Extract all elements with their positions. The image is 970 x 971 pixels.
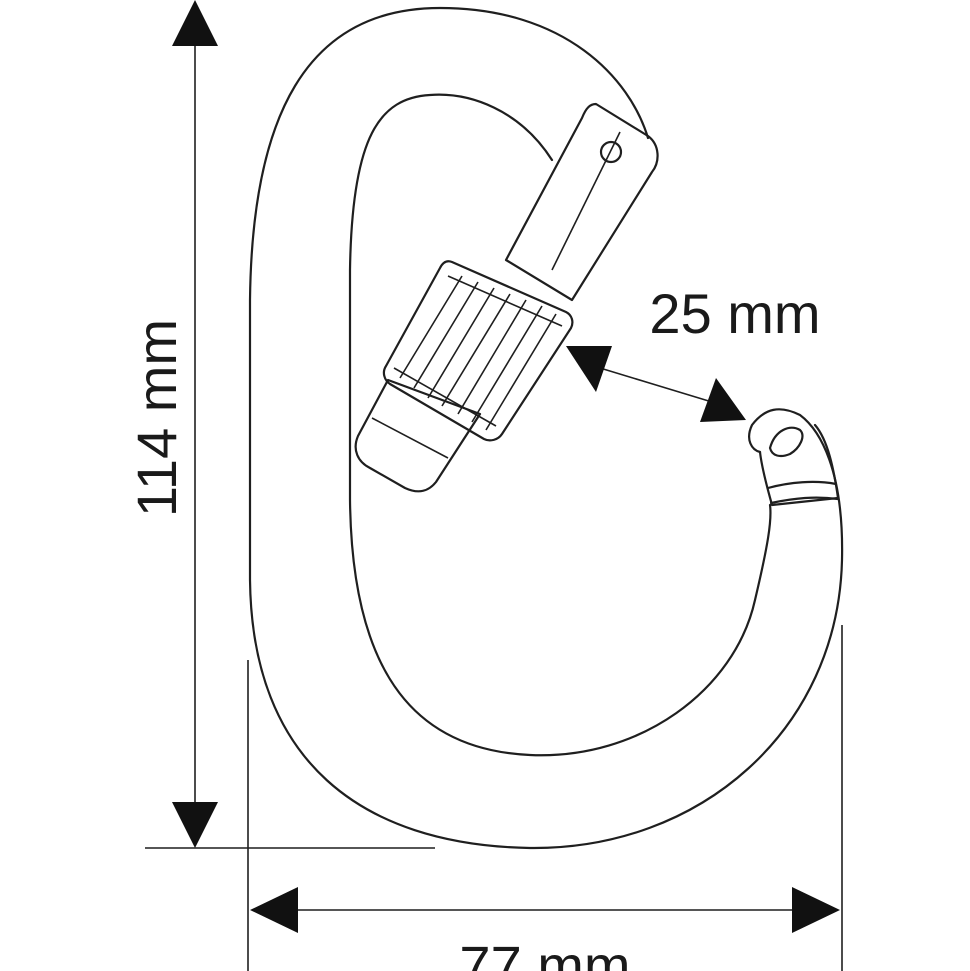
sleeve-ridge-2: [413, 281, 479, 389]
nose-band-lower: [769, 496, 840, 505]
sleeve-ridge-4: [441, 293, 511, 407]
height-label: 114 mm: [125, 319, 188, 517]
hook-nose-rim: [758, 423, 840, 507]
gate-upper-bar-edge: [551, 131, 621, 271]
sleeve-top-band: [447, 275, 563, 327]
sleeve-bottom-band: [393, 367, 497, 427]
gate-arrow-right: [700, 378, 746, 422]
height-arrow-bottom: [172, 802, 218, 848]
screw-sleeve: [382, 260, 574, 442]
height-dimension: 114 mm: [125, 0, 435, 849]
width-arrow-right: [792, 887, 840, 933]
sleeve-ridge-1: [399, 275, 463, 379]
width-dimension: 77 mm: [247, 625, 843, 971]
body-inner-contour: [348, 93, 772, 757]
carabiner-body: [248, 6, 844, 850]
body-outer-contour: [248, 6, 844, 850]
gate-arrow-left: [566, 346, 612, 392]
sleeve-ridge-3: [427, 287, 495, 399]
gate-upper-bar: [504, 102, 659, 302]
width-label: 77 mm: [459, 934, 630, 971]
gate-label: 25 mm: [649, 282, 820, 345]
nose-notch: [768, 426, 804, 458]
sleeve-ridge-6: [471, 305, 543, 423]
gate-opening-dimension: 25 mm: [566, 282, 821, 422]
sleeve-ridge-7: [485, 313, 557, 431]
height-arrow-top: [172, 0, 218, 46]
gate-lower-bar: [354, 378, 482, 493]
gate: [354, 102, 659, 493]
gate-pin-hole: [599, 140, 623, 164]
nose-band: [766, 480, 838, 490]
sleeve-ridge-5: [457, 299, 527, 415]
gate-lower-bar-edge: [371, 417, 449, 459]
width-arrow-left: [250, 887, 298, 933]
gate-dimension-line: [599, 367, 713, 403]
